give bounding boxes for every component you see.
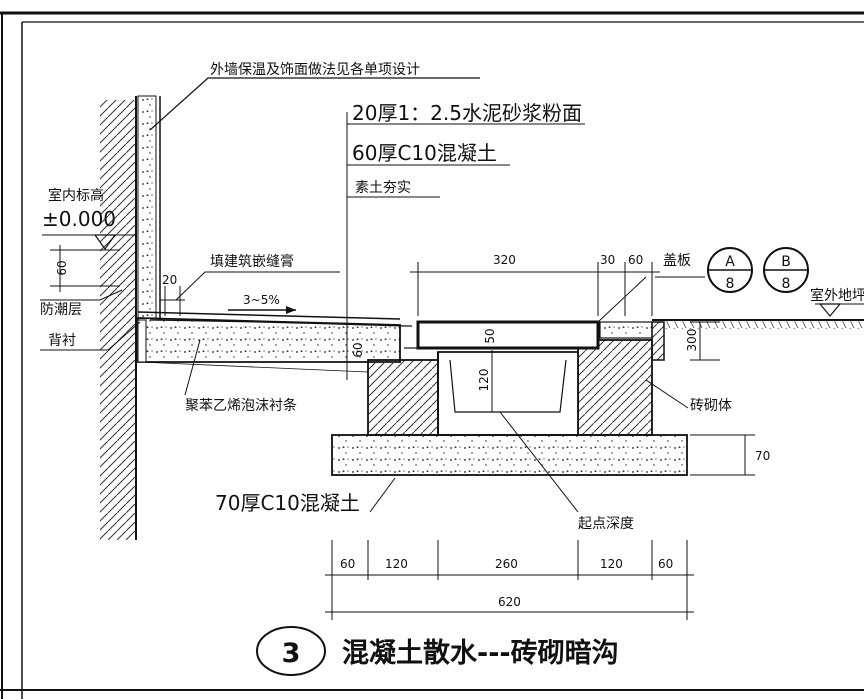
damp-proof-callout: 防潮层 — [40, 302, 82, 318]
gap-dimension — [160, 286, 185, 316]
foam-strip — [137, 319, 147, 363]
compacted-soil-callout: 素土夯实 — [355, 180, 411, 196]
reference-marker-b: B 8 — [763, 247, 809, 293]
dim-depth-120: 120 — [477, 369, 491, 392]
vertical-dimensions — [491, 321, 755, 476]
sealant-callout: 填建筑嵌缝膏 — [210, 253, 294, 270]
dim-gap-20: 20 — [162, 273, 177, 287]
outdoor-ground-callout: 室外地坪 — [810, 287, 864, 304]
masonry-right — [577, 321, 665, 436]
dim-cover-320: 320 — [493, 253, 516, 267]
start-depth-callout: 起点深度 — [578, 516, 634, 532]
indoor-level-marker — [42, 234, 136, 292]
dim-bottom-120-right: 120 — [600, 557, 623, 571]
mortar-layer-callout: 20厚1：2.5水泥砂浆粉面 — [352, 101, 582, 125]
backing-callout: 背衬 — [48, 333, 76, 349]
slope-arrow — [228, 306, 296, 314]
dim-right-300: 300 — [685, 329, 699, 352]
slope-label: 3~5% — [243, 293, 280, 307]
masonry-callout: 砖砌体 — [690, 398, 732, 414]
masonry-left — [367, 359, 439, 436]
indoor-level-value: ±0.000 — [42, 207, 116, 231]
top-dimension-line — [410, 262, 660, 316]
dim-wall-60: 60 — [55, 260, 69, 275]
labels: 外墙保温及饰面做法见各单项设计 20厚1：2.5水泥砂浆粉面 60厚C10混凝土… — [40, 62, 864, 609]
ground-line — [139, 303, 864, 373]
indoor-level-label: 室内标高 — [48, 187, 104, 204]
dim-bottom-60-right: 60 — [658, 557, 673, 571]
drawing-title: 3 混凝土散水---砖砌暗沟 — [256, 626, 619, 676]
svg-text:A: A — [725, 254, 735, 270]
rotated-dimensions: 60 60 50 120 300 — [55, 260, 699, 391]
dim-bottom-260: 260 — [495, 557, 518, 571]
foam-strip-callout: 聚苯乙烯泡沫衬条 — [185, 397, 297, 414]
building-wall — [100, 95, 161, 540]
base-concrete-callout: 70厚C10混凝土 — [215, 491, 360, 515]
svg-text:B: B — [781, 254, 791, 270]
title-number: 3 — [282, 638, 301, 669]
cover-plate-callout: 盖板 — [663, 253, 691, 269]
dim-cover-50: 50 — [483, 328, 497, 343]
dim-bottom-60-left: 60 — [340, 557, 355, 571]
bottom-dimension-chain — [325, 540, 694, 620]
dim-slab-60: 60 — [351, 342, 365, 357]
reference-marker-a: A 8 — [707, 247, 753, 293]
cover-plate — [404, 320, 653, 350]
base-concrete — [331, 434, 688, 476]
svg-text:8: 8 — [782, 276, 791, 292]
dim-right-30: 30 — [600, 253, 615, 267]
dim-bottom-120-left: 120 — [385, 557, 408, 571]
dim-right-60: 60 — [628, 253, 643, 267]
dim-base-70: 70 — [755, 449, 770, 463]
leader-lines — [40, 77, 705, 513]
svg-text:8: 8 — [726, 276, 735, 292]
title-text: 混凝土散水---砖砌暗沟 — [342, 638, 619, 669]
dim-total-620: 620 — [498, 595, 521, 609]
concrete-layer-callout: 60厚C10混凝土 — [352, 141, 497, 165]
wall-finish-callout: 外墙保温及饰面做法见各单项设计 — [210, 62, 420, 78]
